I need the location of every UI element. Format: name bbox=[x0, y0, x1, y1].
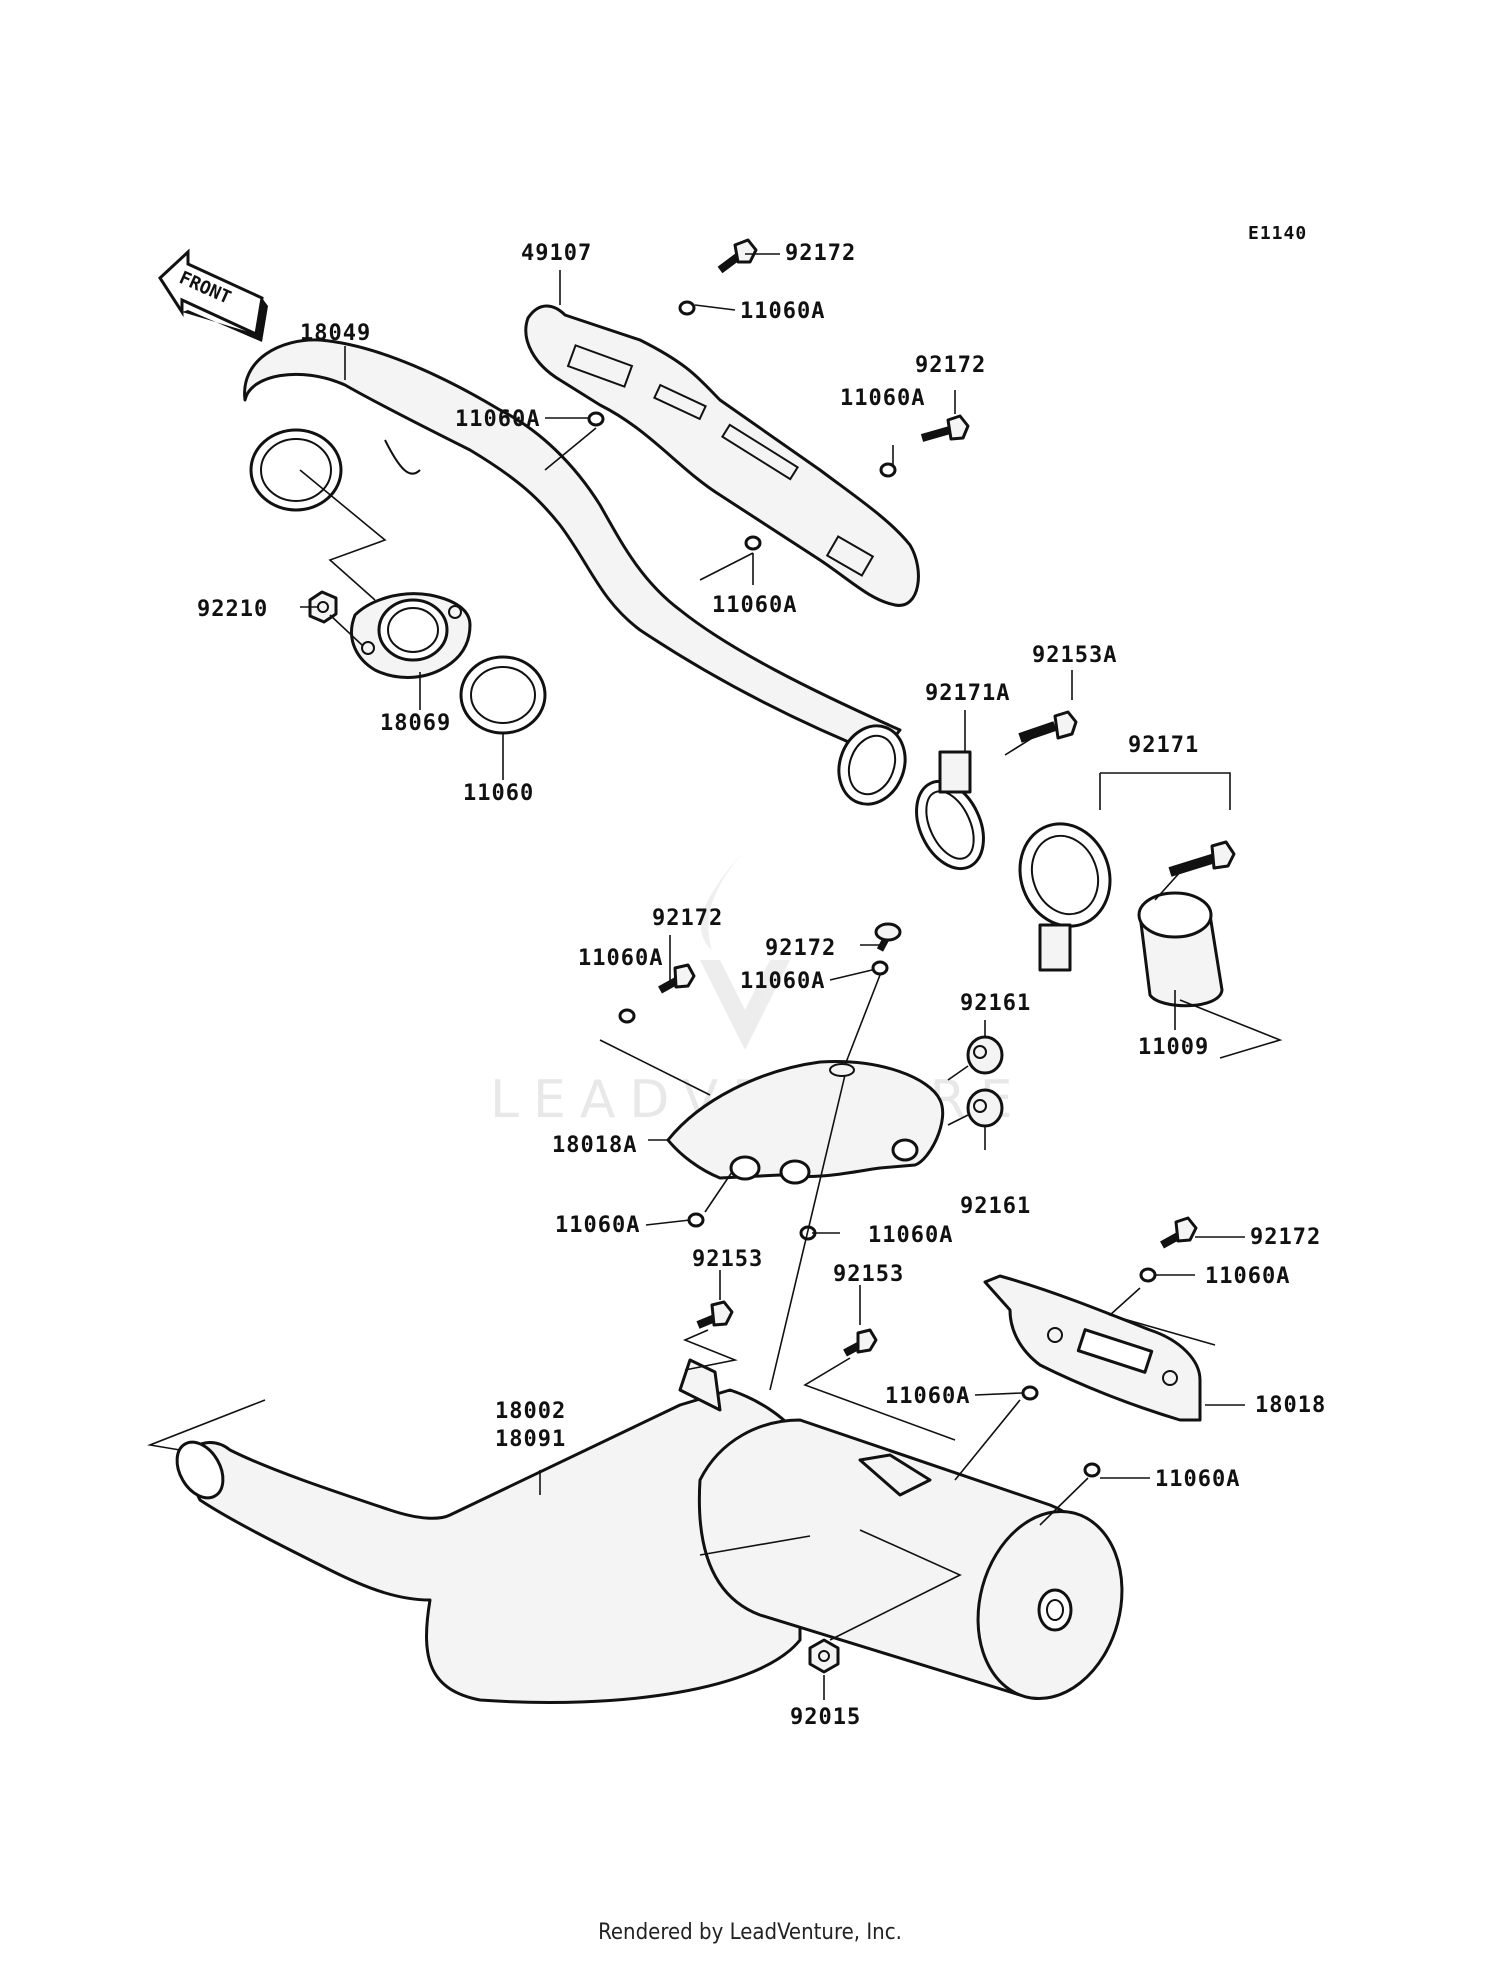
muffler-cover-18018A bbox=[666, 1059, 945, 1185]
footer-credit: Rendered by LeadVenture, Inc. bbox=[598, 1920, 902, 1945]
callout-18049: 18049 bbox=[300, 321, 371, 346]
leadventure-logo-icon bbox=[700, 850, 790, 1050]
callout-18002: 18002 bbox=[495, 1399, 566, 1424]
muffler-18002 bbox=[175, 1358, 1124, 1704]
bolt-92153-b bbox=[843, 1328, 878, 1357]
callout-92172-m2: 92172 bbox=[765, 936, 836, 961]
callout-11060A-m1: 11060A bbox=[578, 946, 663, 971]
callout-92172-low: 92172 bbox=[1250, 1225, 1321, 1250]
callout-18069: 18069 bbox=[380, 711, 451, 736]
callout-49107: 49107 bbox=[521, 241, 592, 266]
washer-mid bbox=[744, 535, 762, 551]
callout-11060A-top: 11060A bbox=[740, 299, 825, 324]
bolt-92153A bbox=[1018, 710, 1078, 743]
leader-lines bbox=[147, 253, 1283, 1700]
callout-11060A-left: 11060A bbox=[455, 407, 540, 432]
callout-11060A-m4: 11060A bbox=[868, 1223, 953, 1248]
callout-92161-b: 92161 bbox=[960, 1194, 1031, 1219]
bolt-92172-mid2 bbox=[874, 922, 902, 952]
front-arrow-icon: FRONT bbox=[158, 248, 268, 342]
callout-18018A: 18018A bbox=[552, 1133, 637, 1158]
callout-92015: 92015 bbox=[790, 1705, 861, 1730]
sleeve-11009 bbox=[1137, 891, 1224, 1008]
callout-11060A-m2: 11060A bbox=[740, 969, 825, 994]
clamp-92171A bbox=[915, 750, 985, 871]
exhaust-flange-18069 bbox=[350, 592, 472, 679]
callout-92171A: 92171A bbox=[925, 681, 1010, 706]
diagram-code: E1140 bbox=[1248, 223, 1307, 244]
washer-top bbox=[678, 300, 696, 316]
washer-m2 bbox=[871, 960, 889, 976]
callout-92172-m1: 92172 bbox=[652, 906, 723, 931]
callout-18091: 18091 bbox=[495, 1427, 566, 1452]
nut-92015 bbox=[808, 1638, 840, 1674]
damper-92161-b bbox=[966, 1088, 1004, 1128]
washer-low1 bbox=[1139, 1267, 1157, 1283]
washer-low3 bbox=[1083, 1462, 1101, 1478]
callout-92153-a: 92153 bbox=[692, 1247, 763, 1272]
washer-right bbox=[879, 462, 897, 478]
bolt-92153-a bbox=[696, 1300, 734, 1329]
washers-11060A bbox=[587, 300, 1157, 1478]
callout-92153-b: 92153 bbox=[833, 1262, 904, 1287]
callout-92172-top: 92172 bbox=[785, 241, 856, 266]
heat-guard-18018 bbox=[983, 1274, 1202, 1422]
callout-11060A-mid: 11060A bbox=[712, 593, 797, 618]
callout-11060A-m3: 11060A bbox=[555, 1213, 640, 1238]
callout-92172-right: 92172 bbox=[915, 353, 986, 378]
washer-m3 bbox=[687, 1212, 705, 1228]
heat-guard-49107 bbox=[524, 304, 920, 607]
callout-11060A-low2: 11060A bbox=[885, 1384, 970, 1409]
washer-low2 bbox=[1021, 1385, 1039, 1401]
washer-left bbox=[587, 411, 605, 427]
callout-92171: 92171 bbox=[1128, 733, 1199, 758]
callout-92210: 92210 bbox=[197, 597, 268, 622]
callout-18018: 18018 bbox=[1255, 1393, 1326, 1418]
callout-92153A: 92153A bbox=[1032, 643, 1117, 668]
callout-11060A-low3: 11060A bbox=[1155, 1467, 1240, 1492]
bolt-92171 bbox=[1168, 840, 1236, 877]
damper-92161-a bbox=[966, 1035, 1004, 1075]
gasket-11060 bbox=[459, 655, 547, 735]
callout-11009: 11009 bbox=[1138, 1035, 1209, 1060]
callout-11060A-low1: 11060A bbox=[1205, 1264, 1290, 1289]
nut-92210 bbox=[308, 590, 338, 624]
bolt-92172-right bbox=[920, 414, 970, 442]
callout-11060A-right: 11060A bbox=[840, 386, 925, 411]
clamp-92171 bbox=[1018, 822, 1112, 972]
bolt-92172-top bbox=[717, 238, 758, 274]
exhaust-pipe-18049 bbox=[243, 338, 907, 806]
callout-11060: 11060 bbox=[463, 781, 534, 806]
bolt-92172-mid1 bbox=[658, 963, 696, 994]
bolt-92172-low bbox=[1160, 1216, 1198, 1249]
callouts: 49107 92172 11060A 18049 92172 11060A 11… bbox=[197, 241, 1326, 1730]
callout-92161-a: 92161 bbox=[960, 991, 1031, 1016]
washer-m1 bbox=[618, 1008, 636, 1024]
